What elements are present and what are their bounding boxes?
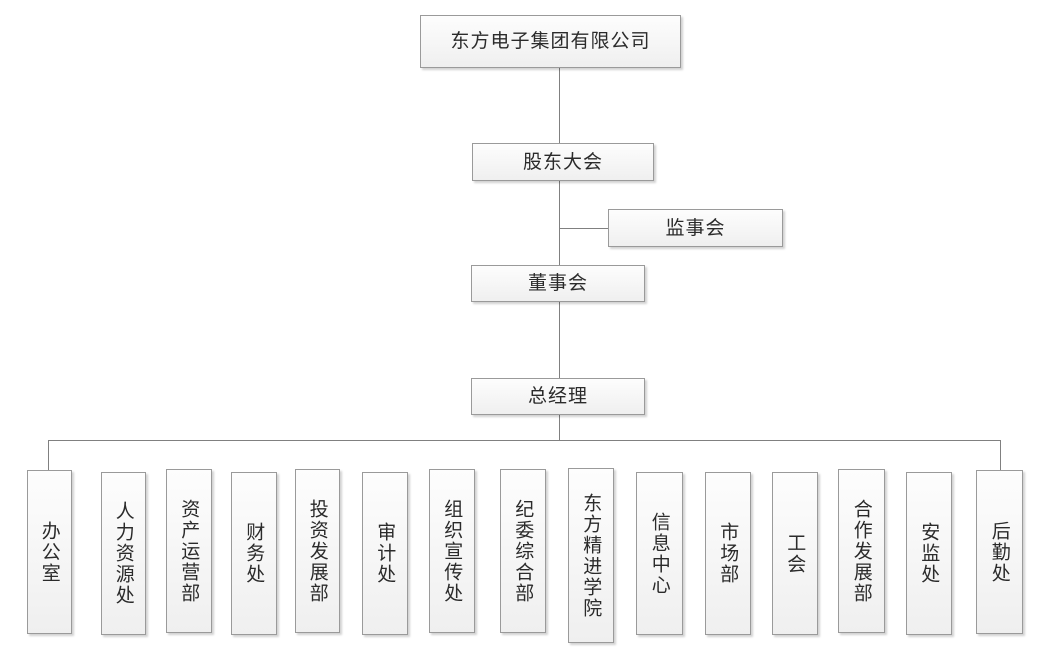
- department-logistics[interactable]: 后勤处: [976, 470, 1023, 634]
- department-label: 市场部: [717, 522, 740, 585]
- node-board-of-supervisors[interactable]: 监事会: [608, 209, 783, 247]
- department-investment-development[interactable]: 投资发展部: [295, 469, 340, 633]
- node-shareholders-meeting[interactable]: 股东大会: [472, 143, 654, 181]
- department-safety-supervision[interactable]: 安监处: [906, 472, 952, 635]
- node-label: 东方电子集团有限公司: [450, 30, 651, 52]
- department-organization-publicity[interactable]: 组织宣传处: [429, 469, 475, 633]
- connector-manager-to-bus: [559, 415, 560, 440]
- department-dongfang-academy[interactable]: 东方精进学院: [568, 468, 614, 643]
- department-label: 人力资源处: [112, 501, 135, 606]
- department-label: 纪委综合部: [512, 498, 535, 604]
- connector-shareholders-to-board: [559, 181, 560, 265]
- department-label: 工会: [784, 532, 807, 575]
- department-office[interactable]: 办公室: [27, 470, 72, 634]
- department-label: 安监处: [918, 522, 941, 585]
- department-label: 东方精进学院: [580, 492, 603, 619]
- department-information-center[interactable]: 信息中心: [636, 472, 683, 635]
- department-label: 资产运营部: [178, 498, 201, 604]
- node-company-root[interactable]: 东方电子集团有限公司: [420, 15, 681, 68]
- node-label: 股东大会: [522, 150, 603, 173]
- department-human-resources[interactable]: 人力资源处: [101, 472, 146, 635]
- department-marketing[interactable]: 市场部: [705, 472, 751, 635]
- department-label: 财务处: [243, 522, 266, 585]
- department-label: 组织宣传处: [441, 498, 464, 604]
- department-label: 信息中心: [648, 511, 671, 596]
- department-discipline-inspection[interactable]: 纪委综合部: [500, 469, 546, 633]
- department-label: 合作发展部: [850, 498, 873, 604]
- connector-branch-to-supervisors: [559, 228, 608, 229]
- department-label: 办公室: [38, 520, 61, 584]
- department-bus-line: [48, 440, 1001, 441]
- department-cooperation-development[interactable]: 合作发展部: [838, 469, 885, 633]
- node-label: 监事会: [665, 216, 726, 239]
- department-asset-operation[interactable]: 资产运营部: [166, 469, 212, 633]
- department-audit[interactable]: 审计处: [362, 472, 408, 635]
- connector-board-to-manager: [559, 302, 560, 378]
- node-label: 总经理: [527, 385, 588, 407]
- department-label: 后勤处: [988, 520, 1011, 584]
- node-board-of-directors[interactable]: 董事会: [471, 265, 645, 302]
- node-label: 董事会: [527, 272, 588, 294]
- department-label: 审计处: [374, 522, 397, 585]
- node-general-manager[interactable]: 总经理: [471, 378, 645, 415]
- department-label: 投资发展部: [306, 498, 329, 604]
- connector-bus-to-first-department: [48, 440, 49, 470]
- department-labor-union[interactable]: 工会: [772, 472, 818, 635]
- department-finance[interactable]: 财务处: [231, 472, 277, 635]
- connector-root-to-shareholders: [559, 68, 560, 143]
- connector-bus-to-last-department: [1000, 440, 1001, 470]
